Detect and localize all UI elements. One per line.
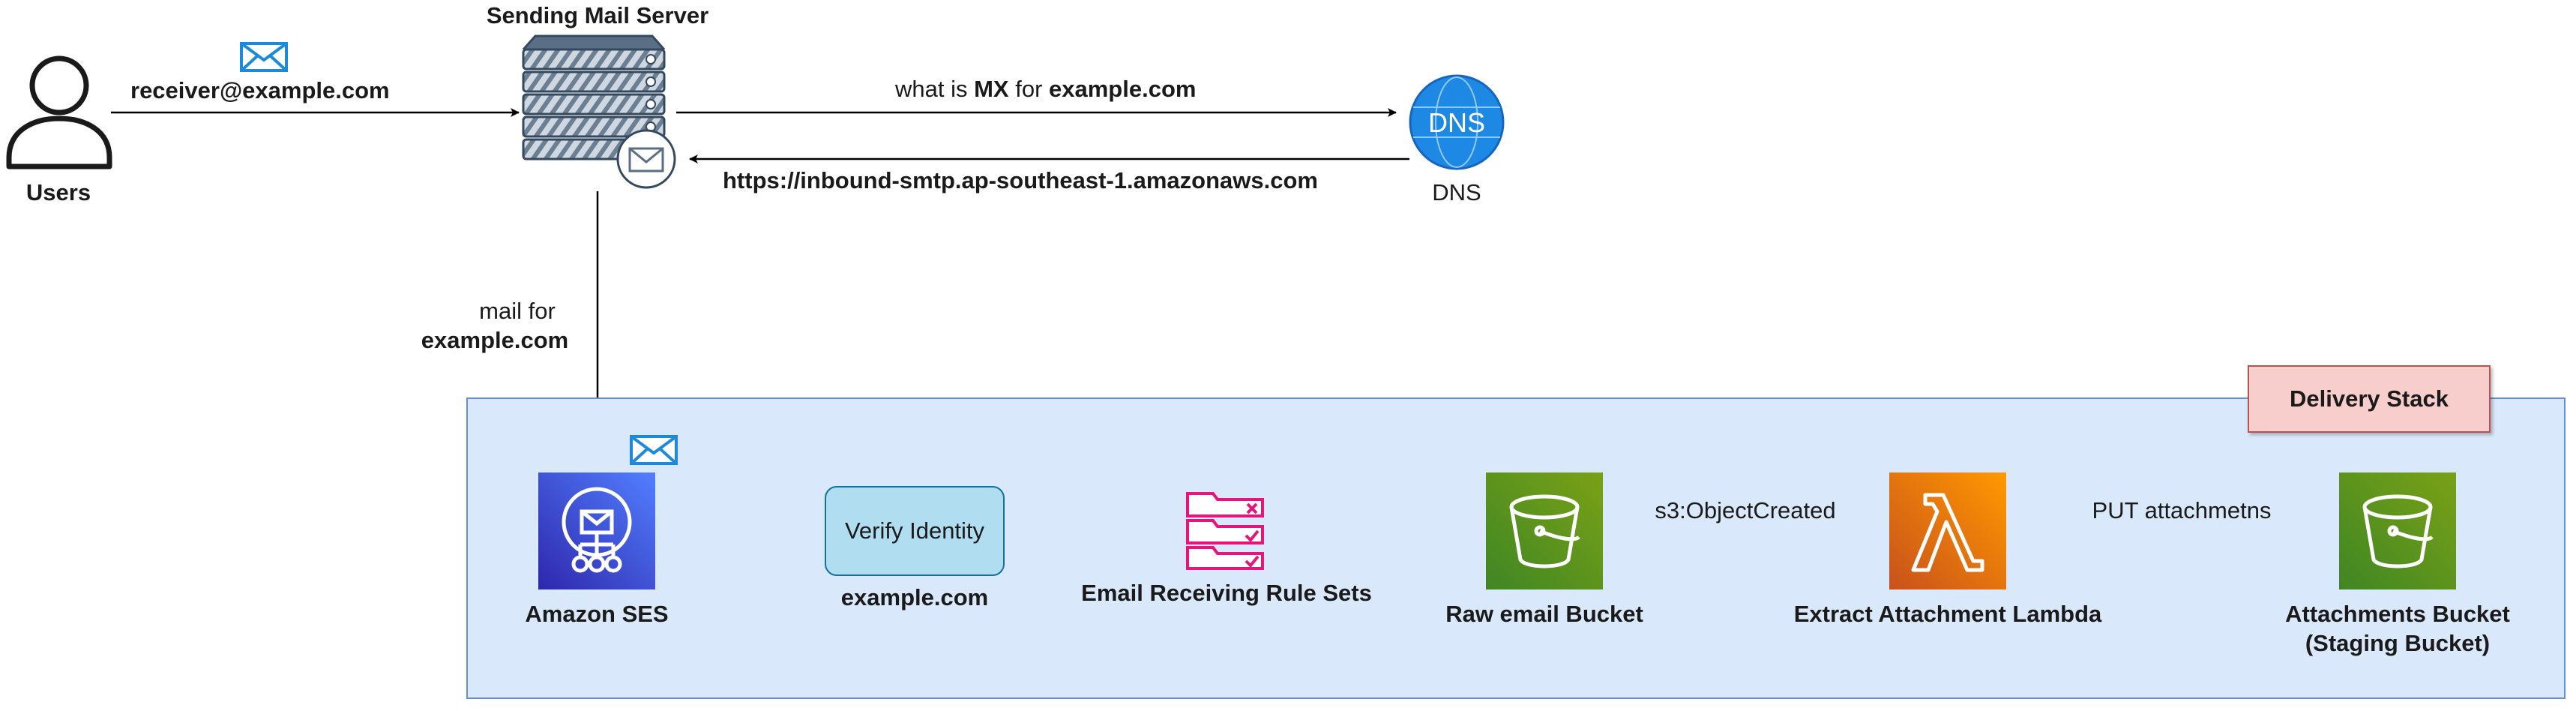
verify-identity-box: Verify Identity (825, 486, 1005, 576)
dns-icon-text: DNS (1428, 107, 1485, 138)
mx-query-label: what is MX for example.com (895, 76, 1197, 102)
lambda-label: Extract Attachment Lambda (1793, 601, 2102, 627)
users-label: Users (25, 179, 91, 206)
attachments-bucket-label: Attachments Bucket (Staging Bucket) (2285, 601, 2510, 656)
s3-bucket-icon-raw (1486, 472, 1603, 590)
dns-label: DNS (1432, 179, 1481, 206)
mail-for-label: mail for example.com (421, 298, 569, 353)
put-label: PUT attachmetns (2092, 497, 2272, 524)
delivery-stack-label: Delivery Stack (2248, 365, 2491, 433)
lambda-icon (1889, 472, 2006, 590)
s3-event-label: s3:ObjectCreated (1655, 497, 1836, 524)
verify-domain-label: example.com (840, 584, 989, 610)
mx-response-label: https://inbound-smtp.ap-southeast-1.amaz… (723, 167, 1318, 194)
amazon-ses-icon (538, 472, 655, 590)
envelope-icon-ses (630, 435, 678, 465)
rule-sets-icon (1186, 492, 1264, 570)
dns-globe-icon: DNS (1409, 74, 1505, 170)
envelope-icon (240, 42, 288, 72)
user-icon (6, 56, 112, 170)
sending-server-title: Sending Mail Server (486, 2, 709, 28)
ses-label: Amazon SES (525, 601, 669, 627)
s3-bucket-icon-attachments (2339, 472, 2456, 590)
raw-bucket-label: Raw email Bucket (1445, 601, 1643, 627)
rule-sets-label: Email Receiving Rule Sets (1081, 580, 1372, 606)
receiver-email: receiver@example.com (130, 77, 390, 104)
mail-server-icon (522, 34, 676, 189)
